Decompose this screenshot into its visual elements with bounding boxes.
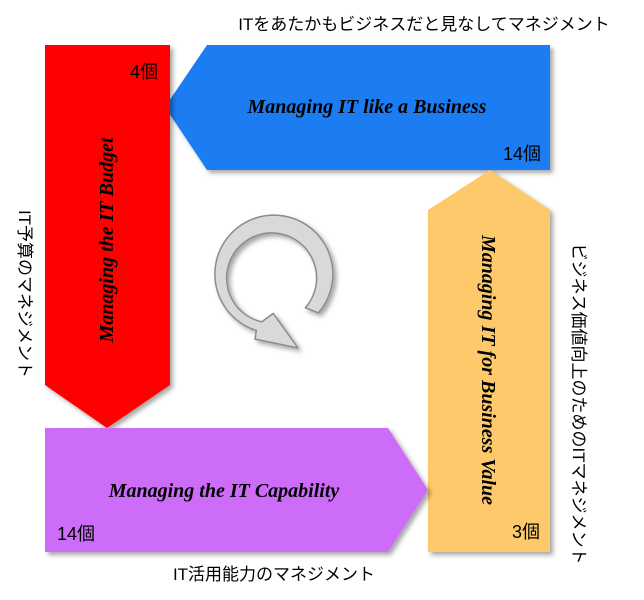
bottom-caption: IT活用能力のマネジメント: [173, 565, 375, 584]
budget-arrow-count: 4個: [130, 62, 158, 82]
circular-arrow-icon: [214, 214, 334, 349]
budget-arrow-title: Managing the IT Budget: [96, 136, 118, 343]
capability-arrow-count: 14個: [57, 524, 95, 544]
business-arrow-title: Managing IT like a Business: [247, 96, 487, 118]
value-arrow-count: 3個: [512, 522, 540, 542]
budget-arrow: 4個 Managing the IT Budget: [45, 45, 170, 428]
value-arrow: Managing IT for Business Value 3個: [428, 170, 550, 552]
business-arrow-count: 14個: [503, 144, 541, 164]
right-caption: ビジネス価値向上のためのITマネジメント: [569, 243, 588, 564]
value-arrow-title: Managing IT for Business Value: [477, 234, 499, 505]
left-caption: IT予算のマネジメント: [15, 210, 34, 378]
capability-arrow-title: Managing the IT Capability: [108, 480, 340, 502]
business-arrow: Managing IT like a Business 14個: [165, 45, 550, 170]
capability-arrow: Managing the IT Capability 14個: [45, 428, 428, 552]
top-caption: ITをあたかもビジネスだと見なしてマネジメント: [238, 15, 610, 34]
